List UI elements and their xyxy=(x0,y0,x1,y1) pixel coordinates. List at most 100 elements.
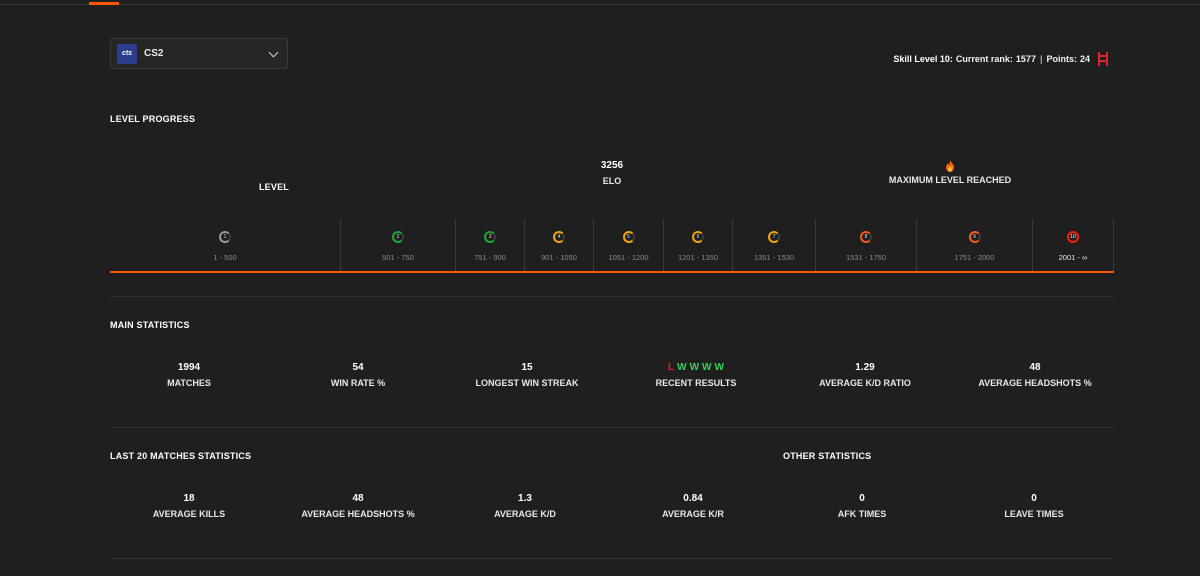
divider xyxy=(110,427,1114,428)
max-level-label: MAXIMUM LEVEL REACHED xyxy=(888,175,1012,185)
level-range: 1751 - 2000 xyxy=(954,253,995,262)
level-cell-9: 9 1751 - 2000 xyxy=(917,219,1033,271)
top-nav-line xyxy=(0,4,1200,5)
last20-avg-kd-label: AVERAGE K/D xyxy=(494,509,556,519)
level-cell-10: 10 2001 - ∞ xyxy=(1033,219,1114,271)
recent-results-stat: L W W W W RECENT RESULTS xyxy=(616,362,776,388)
avg-kills-value: 18 xyxy=(183,493,195,504)
level-range: 2001 - ∞ xyxy=(1058,253,1088,262)
longest-streak-value: 15 xyxy=(521,362,533,373)
level-badge-icon: 8 xyxy=(860,231,872,243)
avg-kd-value: 1.29 xyxy=(855,362,875,373)
result-badge: L xyxy=(668,362,675,373)
win-rate-value: 54 xyxy=(352,362,364,373)
last20-avg-kd-value: 1.3 xyxy=(518,493,532,504)
leave-value: 0 xyxy=(1031,493,1037,504)
avg-kr-stat: 0.84 AVERAGE K/R xyxy=(613,493,773,519)
divider xyxy=(110,558,1114,559)
level-range: 1051 - 1200 xyxy=(608,253,649,262)
level-progress-title: LEVEL PROGRESS xyxy=(110,114,196,124)
divider xyxy=(110,296,1114,297)
level-badge-icon: 5 xyxy=(622,231,635,243)
skill-level-label: Skill Level 10: xyxy=(893,54,953,64)
longest-streak-label: LONGEST WIN STREAK xyxy=(475,378,579,388)
level-range: 501 - 750 xyxy=(382,253,414,262)
win-rate-stat: 54 WIN RATE % xyxy=(278,362,438,388)
skill-info: Skill Level 10: Current rank: 1577 | Poi… xyxy=(893,52,1108,66)
points-label: Points: xyxy=(1046,54,1077,64)
level-label: LEVEL xyxy=(258,182,289,192)
elo-stat: 3256 ELO xyxy=(532,160,692,186)
last20-avg-hs-value: 48 xyxy=(352,493,364,504)
level-cell-5: 5 1051 - 1200 xyxy=(594,219,664,271)
rank-label: Current rank: xyxy=(955,54,1013,64)
avg-hs-value: 48 xyxy=(1029,362,1041,373)
level-range: 1 - 500 xyxy=(213,253,237,262)
avg-kr-label: AVERAGE K/R xyxy=(662,509,724,519)
max-level-stat: MAXIMUM LEVEL REACHED xyxy=(870,160,1030,185)
level-range: 1351 - 1530 xyxy=(753,253,795,262)
avg-kr-value: 0.84 xyxy=(683,493,703,504)
level-badge-icon: 4 xyxy=(553,231,565,243)
recent-results-label: RECENT RESULTS xyxy=(655,378,737,388)
active-tab-indicator xyxy=(89,2,119,5)
level-cell-6: 6 1201 - 1350 xyxy=(664,219,733,271)
game-name: CS2 xyxy=(144,48,164,59)
level-badge-icon: 10 xyxy=(1067,231,1079,243)
level-badge-icon: 2 xyxy=(392,231,404,243)
last20-avg-hs-label: AVERAGE HEADSHOTS % xyxy=(301,509,415,519)
avg-kills-stat: 18 AVERAGE KILLS xyxy=(109,493,269,519)
longest-streak-stat: 15 LONGEST WIN STREAK xyxy=(447,362,607,388)
level-badge-icon: 6 xyxy=(692,231,704,243)
level-badge-icon: 9 xyxy=(968,231,981,243)
last20-avg-kd-stat: 1.3 AVERAGE K/D xyxy=(445,493,605,519)
avg-hs-stat: 48 AVERAGE HEADSHOTS % xyxy=(955,362,1115,388)
result-badge: W xyxy=(714,362,724,373)
avg-kd-stat: 1.29 AVERAGE K/D RATIO xyxy=(785,362,945,388)
last20-avg-hs-stat: 48 AVERAGE HEADSHOTS % xyxy=(278,493,438,519)
level-scale: 1 1 - 500 2 501 - 750 3 751 - 900 4 901 … xyxy=(110,219,1114,273)
rank-value: 1577 xyxy=(1015,54,1036,64)
afk-label: AFK TIMES xyxy=(837,509,887,519)
level-badge-icon: 7 xyxy=(768,231,780,243)
level-badge-icon: 1 xyxy=(219,231,231,243)
avg-hs-label: AVERAGE HEADSHOTS % xyxy=(978,378,1092,388)
result-badge: W xyxy=(689,362,700,373)
level-cell-3: 3 751 - 900 xyxy=(456,219,525,271)
matches-label: MATCHES xyxy=(167,378,211,388)
level-range: 1201 - 1350 xyxy=(677,253,719,262)
flame-icon xyxy=(870,160,1030,172)
game-logo-icon: cts xyxy=(117,43,137,64)
leave-stat: 0 LEAVE TIMES xyxy=(954,493,1114,519)
level-progress-bar xyxy=(110,271,1114,273)
avg-kills-label: AVERAGE KILLS xyxy=(152,509,226,519)
result-badge: W xyxy=(702,362,712,373)
level-cell-2: 2 501 - 750 xyxy=(341,219,456,271)
level-cell-4: 4 901 - 1050 xyxy=(525,219,594,271)
last20-title: LAST 20 MATCHES STATISTICS xyxy=(110,451,252,461)
matches-value: 1994 xyxy=(177,362,201,373)
afk-stat: 0 AFK TIMES xyxy=(782,493,942,519)
elo-label: ELO xyxy=(602,176,622,186)
ladder-icon xyxy=(1098,52,1108,66)
game-selector[interactable]: cts CS2 xyxy=(110,38,288,69)
leave-label: LEAVE TIMES xyxy=(1004,509,1064,519)
level-range: 751 - 900 xyxy=(474,253,506,262)
avg-kd-label: AVERAGE K/D RATIO xyxy=(819,378,911,388)
chevron-down-icon xyxy=(268,47,279,58)
level-badge-icon: 3 xyxy=(484,231,496,243)
elo-value: 3256 xyxy=(600,160,624,171)
main-statistics-title: MAIN STATISTICS xyxy=(110,320,190,330)
level-cell-1: 1 1 - 500 xyxy=(110,219,341,271)
separator: | xyxy=(1039,54,1043,64)
level-cell-8: 8 1531 - 1750 xyxy=(816,219,917,271)
recent-results: L W W W W xyxy=(616,362,776,373)
other-statistics-title: OTHER STATISTICS xyxy=(783,451,872,461)
points-value: 24 xyxy=(1079,54,1090,64)
level-range: 901 - 1050 xyxy=(541,253,577,262)
level-range: 1531 - 1750 xyxy=(845,253,887,262)
afk-value: 0 xyxy=(859,493,865,504)
matches-stat: 1994 MATCHES xyxy=(109,362,269,388)
level-cell-7: 7 1351 - 1530 xyxy=(733,219,816,271)
win-rate-label: WIN RATE % xyxy=(330,378,386,388)
